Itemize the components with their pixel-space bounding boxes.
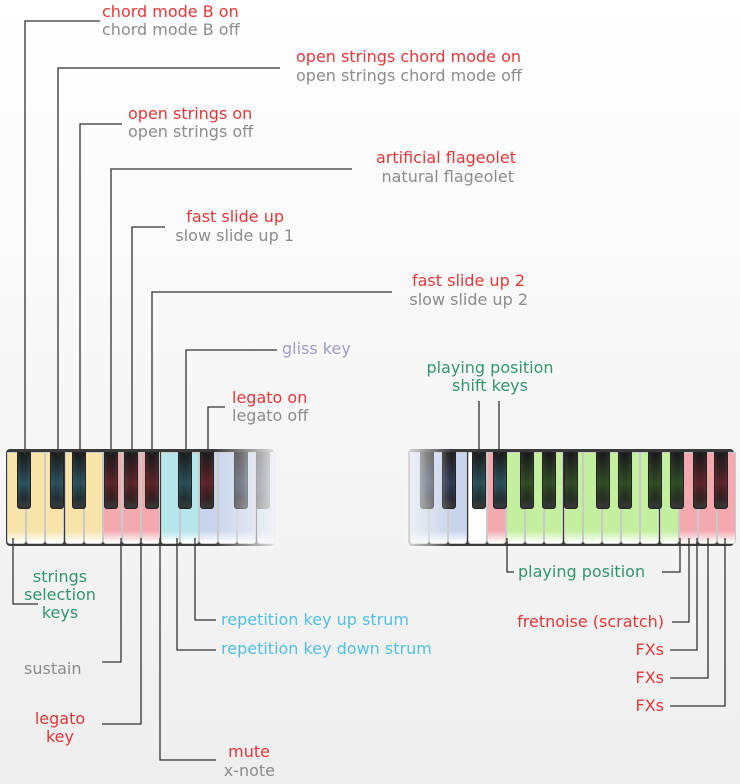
leader-mute — [159, 538, 216, 761]
label-fx-2: FXs — [635, 668, 665, 687]
label-playing-position: playing position — [518, 562, 646, 581]
leader-slide-up-2 — [151, 291, 392, 455]
right-keyboard-fade — [404, 446, 452, 548]
leader-fx-2 — [670, 538, 709, 679]
label-strings-line-2: selection — [24, 585, 96, 604]
label-legato-off: legato off — [232, 406, 309, 425]
right-black-key — [670, 452, 684, 509]
leader-rep-up — [194, 538, 216, 621]
right-black-key — [693, 452, 707, 509]
label-legato-key: legato key — [10, 710, 110, 746]
label-fx-1: FXs — [635, 640, 665, 659]
label-legato-key-line-1: legato — [34, 709, 86, 728]
leader-sustain — [102, 538, 122, 663]
leader-fx-1 — [670, 538, 698, 651]
leader-fretnoise — [672, 538, 690, 623]
label-fast-slide-up: fast slide up — [186, 207, 284, 226]
right-black-key — [564, 452, 578, 509]
label-strings-selection-keys: strings selection keys — [10, 568, 110, 622]
label-gliss-key: gliss key — [282, 339, 351, 358]
left-black-key — [50, 452, 64, 509]
label-playing-position-shift: playing position shift keys — [405, 359, 575, 395]
label-chord-mode-b-off: chord mode B off — [102, 20, 240, 39]
label-legato-on: legato on — [232, 388, 308, 407]
label-natural-flageolet: natural flageolet — [381, 167, 514, 186]
left-black-key — [124, 452, 138, 509]
label-playing-position-shift-line-1: playing position — [426, 358, 554, 377]
label-open-strings-chord-on: open strings chord mode on — [296, 47, 522, 66]
right-black-key — [542, 452, 556, 509]
left-keyboard-fade — [214, 446, 278, 548]
label-slow-slide-up-1: slow slide up 1 — [175, 226, 294, 245]
leader-playing-position-end — [662, 538, 681, 573]
left-black-key — [17, 452, 31, 509]
right-black-key — [648, 452, 662, 509]
label-open-strings-off: open strings off — [128, 122, 254, 141]
label-strings-line-1: strings — [32, 567, 88, 586]
label-artificial-flageolet: artificial flageolet — [376, 148, 516, 167]
leader-chord-b — [24, 20, 100, 455]
leader-slide-up — [131, 226, 165, 455]
label-slow-slide-up-2: slow slide up 2 — [409, 290, 528, 309]
leader-strings-selection — [12, 538, 38, 605]
label-repetition-up-strum: repetition key up strum — [221, 610, 409, 629]
label-fast-slide-up-2: fast slide up 2 — [411, 271, 525, 290]
leader-legato — [207, 406, 225, 455]
label-strings-line-3: keys — [41, 603, 79, 622]
right-black-key — [520, 452, 534, 509]
leader-legato-key — [102, 538, 142, 725]
leader-rep-down — [176, 538, 216, 651]
label-open-strings-chord-off: open strings chord mode off — [296, 66, 522, 85]
label-sustain: sustain — [24, 659, 82, 678]
label-x-note: x-note — [223, 761, 275, 780]
left-black-key — [72, 452, 86, 509]
label-fretnoise: fretnoise (scratch) — [517, 612, 664, 631]
leader-flageolet — [110, 168, 352, 455]
leader-open-chord — [57, 67, 280, 455]
label-fx-3: FXs — [635, 696, 665, 715]
right-black-key — [714, 452, 728, 509]
label-repetition-down-strum: repetition key down strum — [221, 639, 432, 658]
right-black-key — [618, 452, 632, 509]
leader-open-strings — [79, 123, 122, 455]
label-playing-position-shift-line-2: shift keys — [452, 376, 528, 395]
label-legato-key-line-2: key — [45, 727, 74, 746]
left-black-key — [178, 452, 192, 509]
leader-gliss — [185, 349, 277, 455]
leader-fx-3 — [670, 538, 726, 707]
label-open-strings-on: open strings on — [128, 104, 253, 123]
label-mute: mute — [228, 742, 270, 761]
leader-playing-position — [506, 538, 514, 573]
right-black-key — [596, 452, 610, 509]
left-black-key — [200, 452, 214, 509]
label-chord-mode-b-on: chord mode B on — [102, 2, 239, 21]
right-black-key — [493, 452, 507, 509]
